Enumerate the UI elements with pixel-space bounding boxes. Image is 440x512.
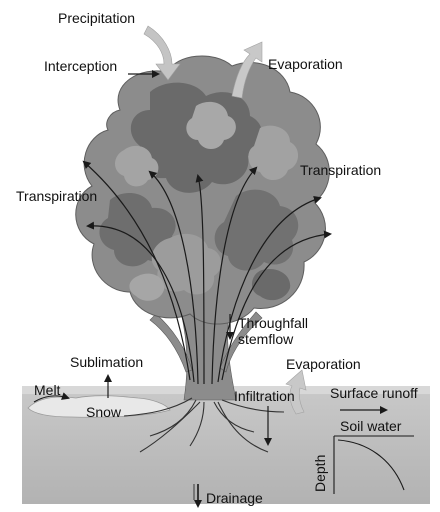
label-infiltration: Infiltration xyxy=(234,388,295,404)
label-snow: Snow xyxy=(86,404,121,420)
label-drainage: Drainage xyxy=(206,490,263,506)
label-sublimation: Sublimation xyxy=(70,354,143,370)
label-transpiration-right: Transpiration xyxy=(300,162,381,178)
tree-canopy xyxy=(76,56,330,324)
label-precipitation: Precipitation xyxy=(58,10,135,26)
label-throughfall: Throughfall xyxy=(238,315,308,331)
label-interception: Interception xyxy=(44,58,117,74)
label-melt: Melt xyxy=(34,382,60,398)
label-depth: Depth xyxy=(312,455,328,492)
label-evaporation-top: Evaporation xyxy=(268,56,343,72)
label-evaporation-ground: Evaporation xyxy=(286,356,361,372)
label-soil-water: Soil water xyxy=(340,418,401,434)
label-stemflow: stemflow xyxy=(238,331,293,347)
label-surface-runoff: Surface runoff xyxy=(330,385,418,401)
label-transpiration-left: Transpiration xyxy=(16,188,97,204)
